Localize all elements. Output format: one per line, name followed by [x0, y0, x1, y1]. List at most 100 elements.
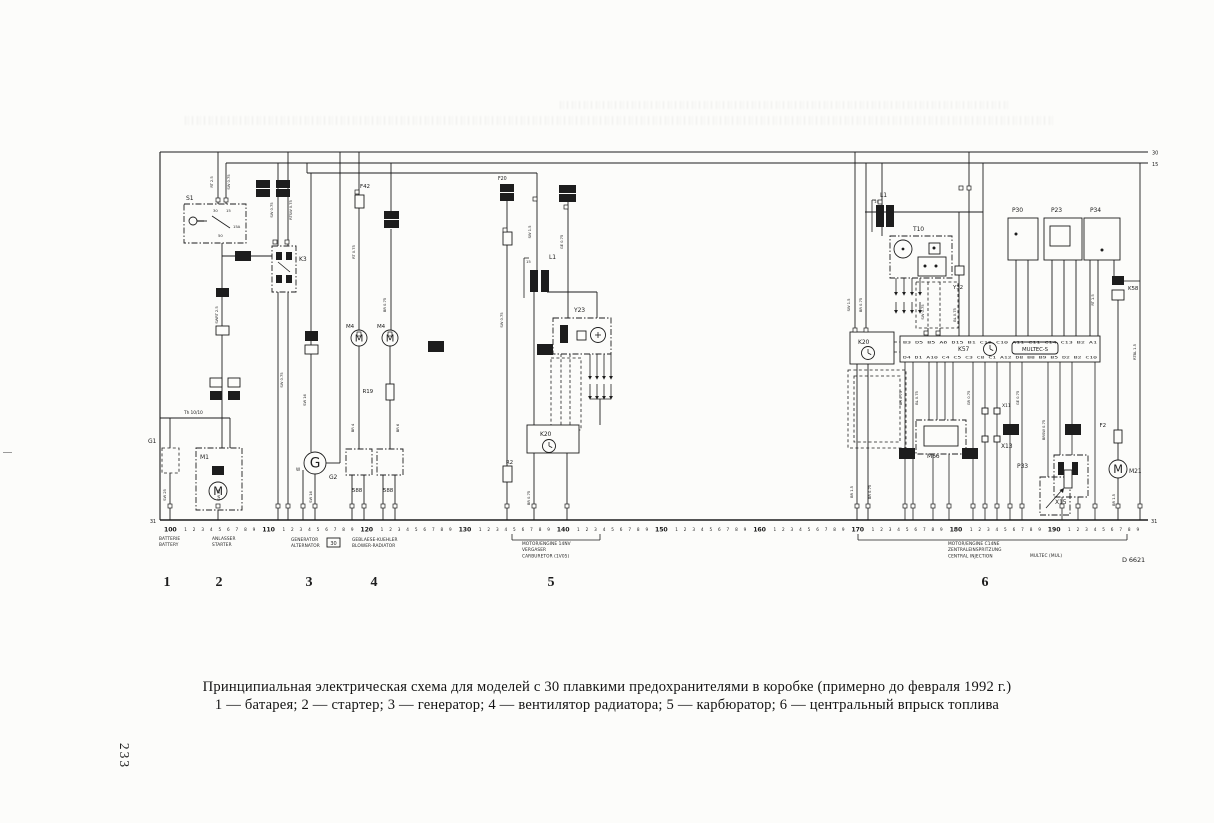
scale-minor: 8	[1030, 527, 1033, 532]
component-label: K57	[958, 346, 970, 353]
motor-icon	[350, 329, 368, 347]
component-outline	[889, 235, 953, 279]
pin-connector	[564, 503, 570, 509]
component-outline	[376, 448, 404, 476]
component-label: X15	[1055, 499, 1067, 506]
ecu-badge	[1011, 341, 1059, 355]
connector-block	[276, 189, 290, 197]
scale-minor: 2	[291, 527, 294, 532]
pin-connector	[994, 503, 1000, 509]
component-outline	[183, 203, 247, 244]
component-box	[1007, 217, 1039, 261]
scale-minor: 1	[773, 527, 776, 532]
connector-block	[541, 270, 549, 292]
scale-minor: 8	[539, 527, 542, 532]
pin-connector	[284, 239, 290, 245]
component-box	[385, 383, 395, 401]
scale-minor: 6	[620, 527, 623, 532]
component-label: BR 0.75	[898, 390, 903, 405]
scale-minor: 9	[940, 527, 943, 532]
scale-minor: 7	[530, 527, 533, 532]
component-box	[1083, 217, 1121, 261]
pin-connector	[356, 331, 362, 337]
scale-minor: 4	[897, 527, 900, 532]
connector-block	[210, 391, 222, 400]
pin-connector	[854, 503, 860, 509]
component-label: W	[296, 467, 300, 472]
component-label: X13	[1001, 443, 1013, 450]
scale-minor: 5	[218, 527, 221, 532]
page-number: 233	[117, 742, 132, 770]
scale-minor: 7	[727, 527, 730, 532]
scale-minor: 4	[996, 527, 999, 532]
pin-connector	[982, 503, 988, 509]
terminal-dot	[1014, 232, 1018, 236]
generator-icon	[303, 451, 327, 475]
component-box	[502, 465, 513, 483]
arrowhead	[602, 396, 606, 400]
pin-connector	[865, 503, 871, 509]
connector-block	[276, 275, 282, 283]
component-label: SW 0.75	[269, 202, 274, 218]
group-label: STARTER	[212, 542, 232, 548]
scale-minor: 2	[389, 527, 392, 532]
group-label: MULTEC (MUL)	[1030, 553, 1062, 559]
group-label: VERGASER	[522, 547, 546, 553]
scale-minor: 4	[1094, 527, 1097, 532]
component-box	[502, 231, 513, 246]
group-label: ANLASSER	[212, 536, 236, 542]
scale-minor: 9	[253, 527, 256, 532]
arrowhead	[910, 310, 914, 314]
connector-block	[384, 220, 399, 228]
component-label: P33	[1017, 463, 1028, 470]
arrow-wire	[1045, 489, 1063, 509]
component-box	[917, 256, 947, 277]
component-label: BRSW 0.75	[1041, 419, 1046, 440]
connector-block	[1065, 424, 1081, 435]
pin-connector	[380, 503, 386, 509]
connector-block	[286, 252, 292, 260]
connector-block	[876, 205, 884, 227]
arrowhead	[609, 376, 613, 380]
component-label: M4	[346, 324, 355, 330]
arrowhead	[588, 376, 592, 380]
component-label: RT 0.75	[351, 245, 356, 259]
component-label: SW 0.75	[499, 312, 504, 328]
clock-hand	[548, 445, 553, 448]
scale-minor: 3	[889, 527, 892, 532]
component-label: K58	[1128, 286, 1139, 292]
connector-block	[1112, 276, 1124, 285]
pin-connector	[966, 185, 972, 191]
scale-minor: 6	[816, 527, 819, 532]
scale-decade: 120	[360, 527, 373, 534]
component-label: M21	[1129, 468, 1142, 475]
group-label: BATTERIE	[159, 536, 180, 542]
scale-minor: 4	[505, 527, 508, 532]
scale-minor: 3	[398, 527, 401, 532]
pin-connector	[930, 503, 936, 509]
pin-connector	[935, 330, 941, 336]
component-label: M1	[200, 454, 209, 461]
component-label: SW 25	[162, 488, 167, 500]
scale-minor: 8	[244, 527, 247, 532]
pin-connector	[300, 503, 306, 509]
connector-block	[530, 270, 538, 292]
component-outline	[271, 245, 297, 293]
component-outline	[345, 448, 373, 476]
pin-connector	[958, 185, 964, 191]
scale-minor: 5	[513, 527, 516, 532]
scale-minor: 8	[932, 527, 935, 532]
component-box	[326, 537, 341, 548]
component-label: BL 0.75	[914, 390, 919, 404]
scale-minor: 8	[1128, 527, 1131, 532]
scale-minor: 7	[923, 527, 926, 532]
scale-minor: 1	[184, 527, 187, 532]
scale-minor: 1	[479, 527, 482, 532]
terminal-dot	[923, 264, 927, 268]
scale-minor: 2	[978, 527, 981, 532]
group-label: GEBLAESE-KUEHLER	[352, 537, 398, 543]
pin-connector	[272, 239, 278, 245]
pin-label-row: B3 D5 B5 A6 D15 B1 C16 C10 A11 C11 C14 C…	[903, 341, 1097, 345]
